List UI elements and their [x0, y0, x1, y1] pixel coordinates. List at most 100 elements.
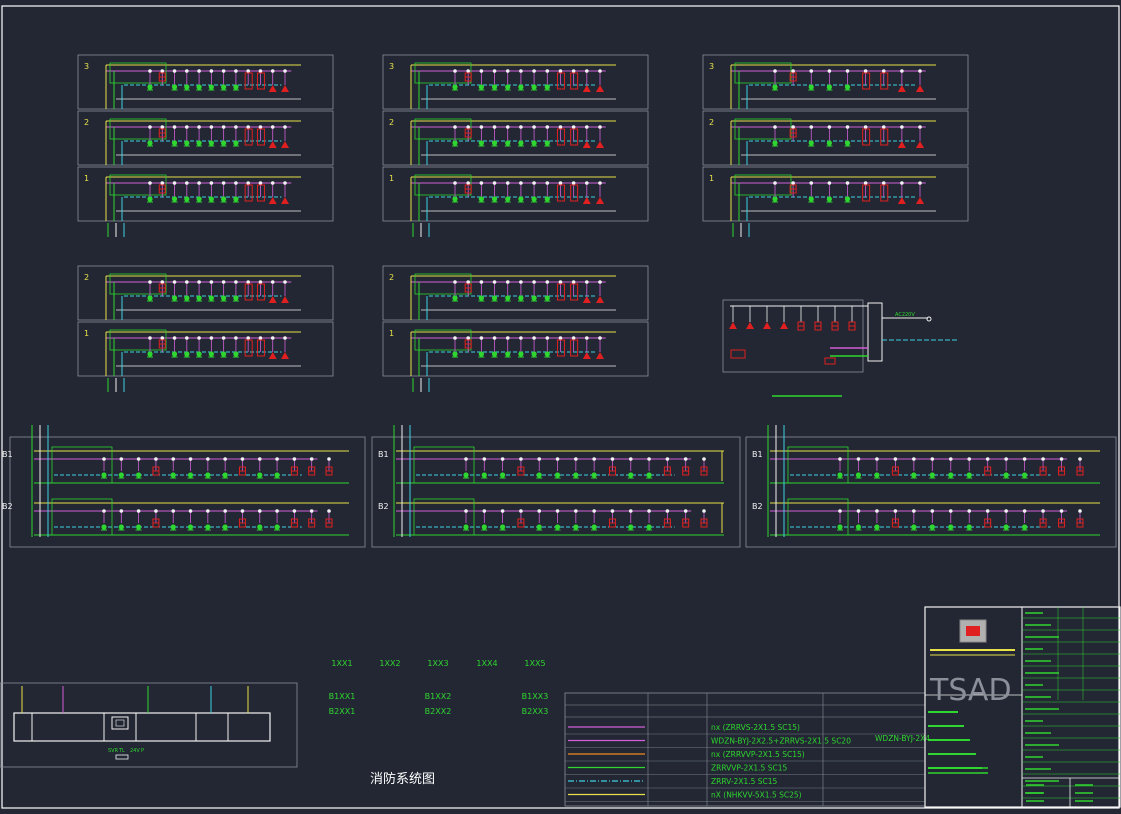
panel-connection-box: [734, 174, 792, 196]
node-dot-icon: [148, 125, 152, 129]
logo-watermark: TSAD: [929, 673, 1012, 708]
node-dot-icon: [492, 280, 497, 284]
floor-row: 1: [382, 321, 649, 377]
node-dot-icon: [505, 69, 510, 73]
node-dot-icon: [598, 181, 602, 185]
floor-boundary: [702, 110, 969, 166]
node-dot-icon: [453, 181, 457, 185]
power-distribution-box: AC220V: [722, 299, 958, 397]
node-dot-icon: [809, 125, 814, 129]
smoke-detector-icon: [171, 351, 178, 357]
smoke-detector-icon: [772, 196, 778, 202]
manual-call-point-icon: [880, 128, 889, 146]
floor-row: 3: [702, 54, 969, 110]
node-dot-icon: [628, 457, 633, 461]
smoke-detector-icon: [171, 84, 178, 90]
smoke-detector-icon: [929, 472, 935, 478]
smoke-detector-icon: [646, 524, 652, 530]
panel-connection-box: [414, 273, 472, 295]
node-dot-icon: [270, 336, 275, 340]
node-dot-icon: [119, 457, 124, 461]
node-dot-icon: [453, 336, 457, 340]
node-dot-icon: [628, 509, 633, 513]
node-dot-icon: [234, 125, 238, 129]
manual-call-point-icon: [570, 72, 579, 90]
node-dot-icon: [827, 69, 832, 73]
node-dot-icon: [702, 457, 706, 461]
manual-call-point-icon: [556, 339, 565, 357]
node-dot-icon: [809, 181, 814, 185]
node-dot-icon: [188, 509, 193, 513]
node-dot-icon: [592, 509, 596, 513]
smoke-detector-icon: [221, 84, 227, 90]
smoke-detector-icon: [544, 351, 550, 357]
sounder-icon: [897, 141, 906, 148]
node-dot-icon: [1078, 457, 1082, 461]
node-dot-icon: [845, 181, 850, 185]
smoke-detector-icon: [591, 524, 597, 530]
smoke-detector-icon: [147, 84, 153, 90]
smoke-detector-icon: [1003, 472, 1009, 478]
smoke-detector-icon: [505, 196, 511, 202]
title-block: TSAD: [924, 606, 1121, 808]
node-dot-icon: [545, 125, 550, 129]
node-dot-icon: [283, 280, 287, 284]
smoke-detector-icon: [628, 524, 634, 530]
legend-side-note: WDZN-BYJ-2X4: [875, 734, 930, 743]
node-dot-icon: [479, 336, 484, 340]
smoke-detector-icon: [844, 140, 851, 146]
manual-call-point-icon: [556, 184, 565, 202]
node-dot-icon: [309, 509, 314, 513]
node-dot-icon: [258, 280, 263, 284]
smoke-detector-icon: [491, 351, 498, 357]
node-dot-icon: [453, 69, 457, 73]
node-dot-icon: [221, 181, 226, 185]
sounder-icon: [281, 352, 289, 359]
node-dot-icon: [223, 509, 227, 513]
manual-call-point-icon: [862, 128, 871, 146]
manual-call-point-icon: [244, 283, 253, 301]
sounder-icon: [268, 296, 277, 303]
zone-label: 1XX5: [524, 659, 545, 668]
smoke-detector-icon: [452, 295, 458, 301]
node-dot-icon: [309, 457, 314, 461]
zone-label: B1XX2: [425, 692, 452, 701]
panel-connection-box: [414, 118, 472, 140]
smoke-detector-icon: [573, 472, 579, 478]
manual-call-point-icon: [862, 72, 871, 90]
smoke-detector-icon: [196, 140, 202, 146]
smoke-detector-icon: [101, 524, 107, 530]
node-dot-icon: [585, 336, 589, 340]
floor-number-label: 1: [84, 174, 89, 183]
node-dot-icon: [918, 181, 922, 185]
sounder-icon: [746, 322, 754, 329]
distribution-cabinet-icon: [867, 302, 883, 362]
node-dot-icon: [223, 457, 227, 461]
sounder-icon: [268, 352, 277, 359]
smoke-detector-icon: [136, 524, 142, 530]
panel-connection-box: [109, 174, 167, 196]
host-port-box: [115, 754, 129, 760]
smoke-detector-icon: [518, 351, 524, 357]
host-area-boundary: [0, 682, 298, 768]
node-dot-icon: [574, 509, 578, 513]
node-dot-icon: [598, 69, 602, 73]
floor-boundary: [382, 54, 649, 110]
node-dot-icon: [327, 509, 331, 513]
node-dot-icon: [275, 509, 279, 513]
host-port-label: P: [141, 748, 144, 754]
node-dot-icon: [172, 69, 177, 73]
node-dot-icon: [881, 181, 886, 185]
node-dot-icon: [647, 457, 651, 461]
node-dot-icon: [773, 125, 777, 129]
zone-label: B2XX1: [329, 707, 356, 716]
floor-row: 2: [382, 265, 649, 321]
sounder-icon: [596, 141, 604, 148]
node-dot-icon: [900, 69, 904, 73]
floor-number-label: B2: [2, 502, 13, 511]
smoke-detector-icon: [118, 524, 124, 530]
node-dot-icon: [585, 181, 589, 185]
smoke-detector-icon: [452, 196, 458, 202]
smoke-detector-icon: [257, 524, 263, 530]
smoke-detector-icon: [136, 472, 142, 478]
